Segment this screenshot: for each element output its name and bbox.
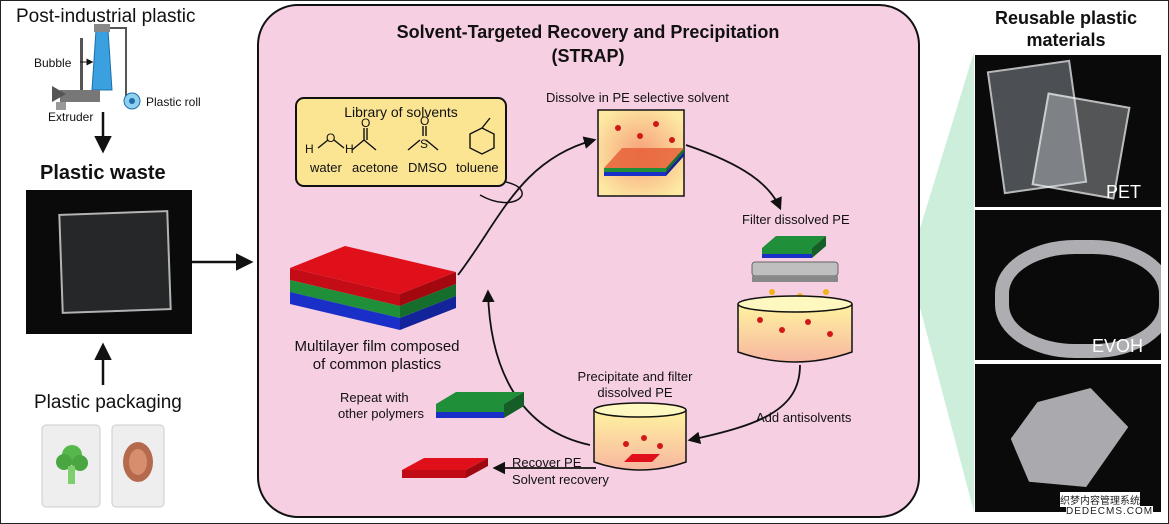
solvent-water-h2: H [345,142,354,156]
watermark-line2: DEDECMS.COM [1066,506,1154,517]
solvent-library-box [295,97,507,187]
solvent-dmso-s: S [420,137,429,151]
multilayer-line2: of common plastics [312,356,442,373]
dissolve-graphic [597,109,685,197]
plastic-waste-photo [26,190,192,334]
pet-label: PET [1106,182,1142,202]
packaging-pouches [41,424,165,508]
reusable-title-line2: materials [1026,30,1106,50]
solvent-structures [317,117,495,155]
repeat-film-graphic [436,392,524,418]
solvent-dmso-o: O [420,114,430,128]
solvent-water-atoms: H [305,142,314,156]
cycle-arrow-library [479,181,523,204]
strap-title-line1: Solvent-Targeted Recovery and Precipitat… [396,22,780,42]
cycle-arrow-antisolvent [687,364,801,445]
multilayer-film-graphic [290,246,456,330]
cycle-arrow-dissolve [685,144,782,211]
highlight-wedge [918,52,974,512]
solvent-dmso: DMSO [408,160,447,175]
pe-photo [975,364,1161,512]
step-dissolve-label: Dissolve in PE selective solvent [546,90,729,105]
pet-photo [975,55,1161,207]
solvent-toluene: toluene [456,160,499,175]
solvent-water: water [310,160,342,175]
evoh-label: EVOH [1092,336,1144,356]
repeat-line1: Repeat with [340,390,409,405]
plastic-waste-title: Plastic waste [40,162,166,184]
plastic-packaging-label: Plastic packaging [34,392,182,413]
step-precipitate-line2: dissolved PE [597,385,673,400]
plastic-roll-label: Plastic roll [146,95,201,109]
extruder-apparatus [52,24,141,110]
post-industrial-title: Post-industrial plastic [16,6,196,27]
multilayer-line1: Multilayer film composed [294,338,460,355]
reusable-title-line1: Reusable plastic [994,8,1138,28]
solvent-recovery-label: Solvent recovery [512,472,609,487]
repeat-line2: other polymers [338,406,424,421]
precipitate-graphic [593,402,687,471]
evoh-photo [975,210,1161,360]
filter-graphic [737,236,853,363]
recover-pe-label: Recover PE [512,455,582,470]
watermark-line1: 织梦内容管理系统 [1060,492,1140,507]
solvent-acetone: acetone [352,160,399,175]
step-precipitate-line1: Precipitate and filter [577,369,693,384]
library-title: Library of solvents [344,104,458,120]
strap-title-line2: (STRAP) [551,46,625,66]
cycle-arrow-start [457,136,597,276]
bubble-label: Bubble [34,56,72,70]
solvent-water-o: O [326,131,336,145]
extruder-label: Extruder [48,110,94,124]
step-antisolvent-label: Add antisolvents [756,410,852,425]
step-filter-label: Filter dissolved PE [742,212,850,227]
recovered-pe-graphic [402,458,488,478]
solvent-acetone-o: O [361,116,371,130]
